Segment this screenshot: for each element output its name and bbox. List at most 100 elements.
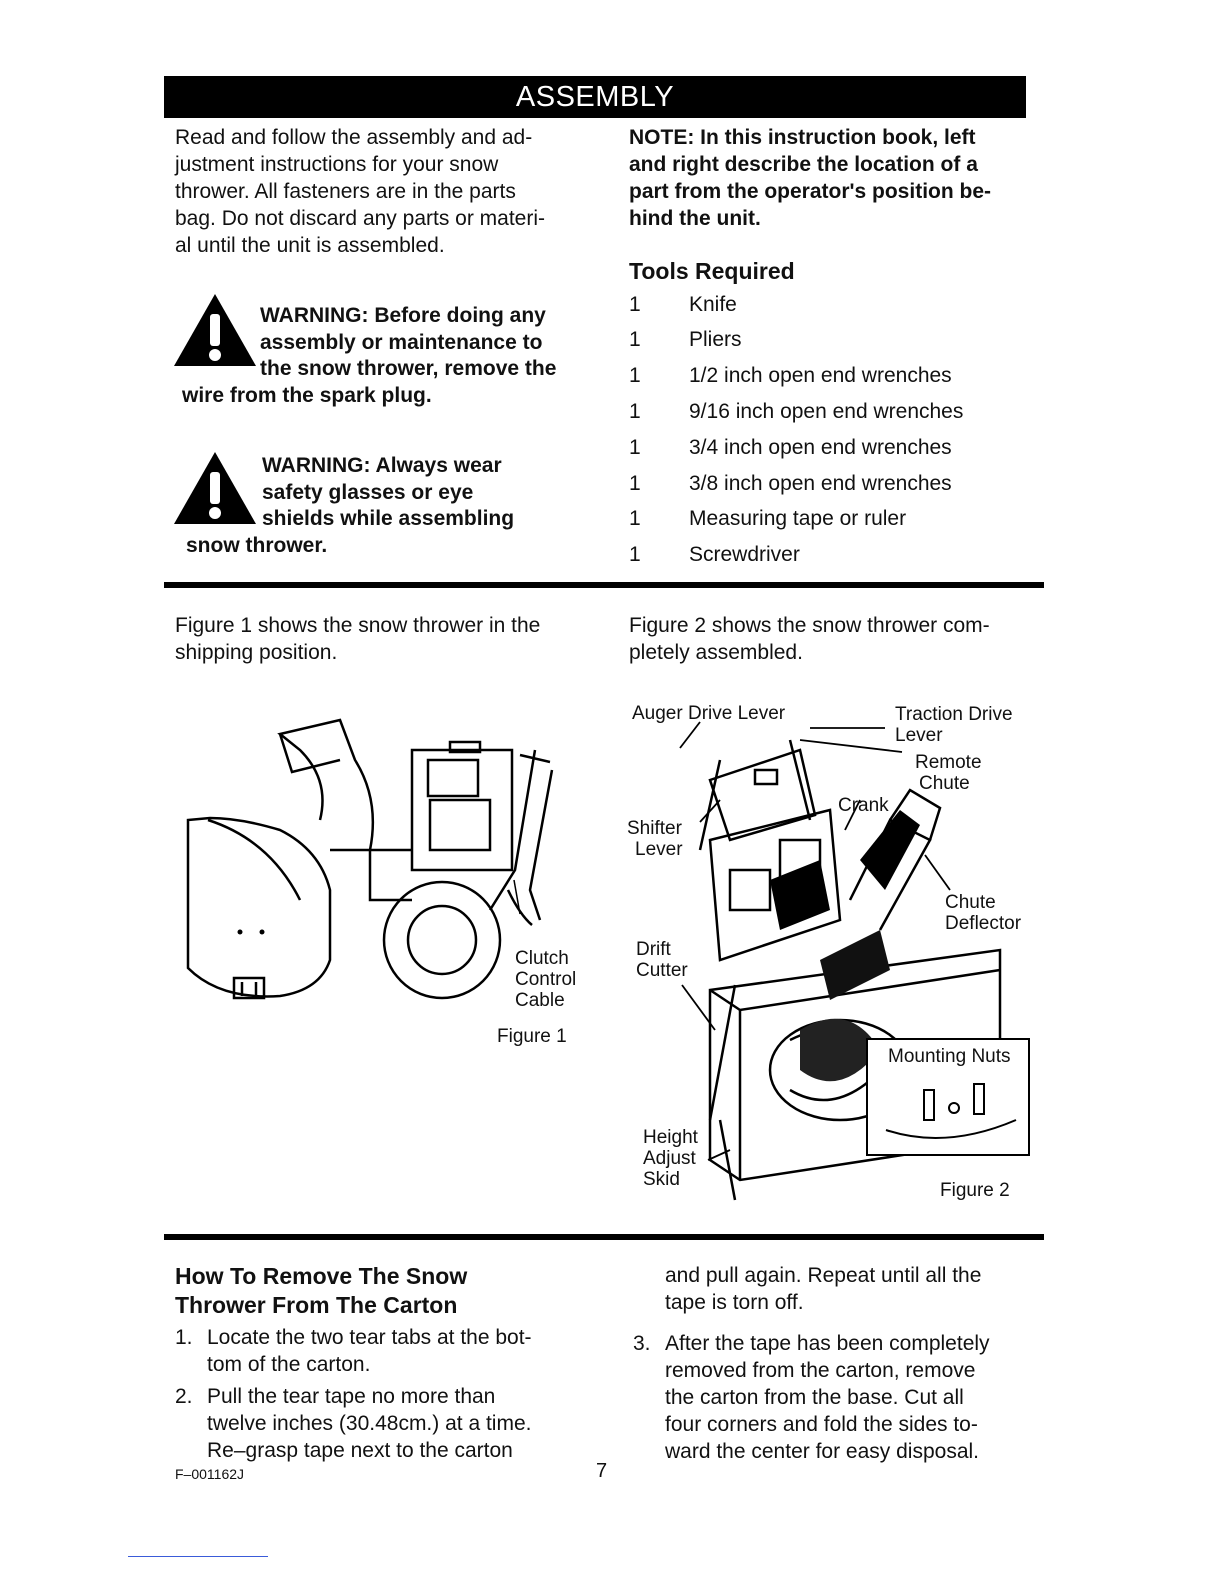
decorative-line: [128, 1556, 268, 1557]
height-adjust-skid-label: Height Adjust Skid: [643, 1127, 698, 1190]
tool-name: 3/8 inch open end wrenches: [689, 472, 952, 495]
tools-heading: Tools Required: [629, 258, 795, 284]
step-text: Locate the two tear tabs at the bot- tom…: [207, 1324, 532, 1378]
label-line: Cable: [515, 990, 565, 1011]
tool-qty: 1: [629, 293, 641, 316]
step-line: the carton from the base. Cut all: [665, 1386, 964, 1409]
step-line: twelve inches (30.48cm.) at a time.: [207, 1412, 532, 1435]
shifter-lever-label: Shifter Lever: [627, 818, 683, 860]
note-paragraph: NOTE: In this instruction book, left and…: [629, 124, 991, 232]
tool-qty: 1: [629, 364, 641, 387]
auger-drive-lever-label: Auger Drive Lever: [632, 703, 786, 724]
figure1-desc-line: shipping position.: [175, 641, 338, 664]
warning-2-line: safety glasses or eye: [262, 481, 474, 504]
intro-line: thrower. All fasteners are in the parts: [175, 180, 516, 203]
step-line: and pull again. Repeat until all the: [665, 1264, 982, 1287]
chute-deflector-label: Chute Deflector: [945, 892, 1021, 934]
label-line: Adjust: [643, 1148, 696, 1169]
carton-step-3: 3. After the tape has been completely re…: [633, 1330, 1053, 1470]
step-text: Pull the tear tape no more than twelve i…: [207, 1383, 531, 1464]
label-line: Cutter: [636, 960, 688, 981]
step-number: 2.: [175, 1385, 193, 1408]
intro-line: Read and follow the assembly and ad-: [175, 126, 533, 149]
tool-qty: 1: [629, 328, 641, 351]
intro-line: bag. Do not discard any parts or materi-: [175, 207, 546, 230]
traction-drive-lever-label: Traction Drive Lever: [895, 704, 1013, 746]
step-line: Re–grasp tape next to the carton: [207, 1439, 513, 1462]
figure1-desc-line: Figure 1 shows the snow thrower in the: [175, 614, 541, 637]
step-number: 3.: [633, 1332, 651, 1355]
mounting-nuts-inset: [866, 1038, 1030, 1156]
label-line: Drift: [636, 939, 671, 960]
step-line: tom of the carton.: [207, 1353, 371, 1376]
warning-1-line: the snow thrower, remove the: [260, 357, 557, 380]
tool-qty: 1: [629, 472, 641, 495]
label-line: Clutch: [515, 948, 569, 969]
step-2-continuation: and pull again. Repeat until all the tap…: [665, 1262, 981, 1316]
note-line: and right describe the location of a: [629, 153, 978, 176]
step-number: 1.: [175, 1326, 193, 1349]
carton-step-1: 1. Locate the two tear tabs at the bot- …: [175, 1324, 595, 1380]
page-number: 7: [596, 1460, 608, 1482]
label-line: Control: [515, 969, 577, 990]
label-line: Lever: [635, 839, 683, 860]
label-line: Traction Drive: [895, 704, 1013, 725]
mounting-nuts-detail: [885, 1083, 1017, 1139]
figure1-description: Figure 1 shows the snow thrower in the s…: [175, 612, 540, 666]
figure2-description: Figure 2 shows the snow thrower com- ple…: [629, 612, 990, 666]
step-line: Locate the two tear tabs at the bot-: [207, 1326, 532, 1349]
step-line: ward the center for easy disposal.: [665, 1440, 979, 1463]
intro-paragraph: Read and follow the assembly and ad- jus…: [175, 124, 545, 259]
heading-line: Thrower From The Carton: [175, 1292, 458, 1318]
section-divider: [164, 1234, 1044, 1240]
figure2-desc-line: pletely assembled.: [629, 641, 803, 664]
tool-name: Pliers: [689, 328, 742, 351]
document-code: F–001162J: [175, 1466, 245, 1482]
clutch-cable-label: Clutch Control Cable: [515, 948, 576, 1011]
warning-2-line: WARNING: Always wear: [262, 454, 502, 477]
figure1-snow-thrower-illustration: [186, 718, 554, 1000]
tool-name: 1/2 inch open end wrenches: [689, 364, 952, 387]
carton-step-2: 2. Pull the tear tape no more than twelv…: [175, 1383, 595, 1467]
step-line: tape is torn off.: [665, 1291, 804, 1314]
label-line: Height: [643, 1127, 698, 1148]
figure2-caption: Figure 2: [940, 1180, 1010, 1201]
tool-qty: 1: [629, 507, 641, 530]
tool-qty: 1: [629, 400, 641, 423]
tool-name: Knife: [689, 293, 737, 316]
step-line: four corners and fold the sides to-: [665, 1413, 978, 1436]
step-line: removed from the carton, remove: [665, 1359, 976, 1382]
label-line: Chute: [945, 892, 996, 913]
label-line: Skid: [643, 1169, 680, 1190]
warning-1-line: wire from the spark plug.: [182, 384, 432, 407]
figure2-leader-lines: [679, 721, 951, 1161]
note-line: hind the unit.: [629, 207, 761, 230]
figure2-snow-thrower-illustration: [698, 739, 1002, 1201]
section-divider: [164, 582, 1044, 588]
tool-name: 3/4 inch open end wrenches: [689, 436, 952, 459]
step-text: After the tape has been completely remov…: [665, 1330, 990, 1465]
intro-line: al until the unit is assembled.: [175, 234, 445, 257]
crank-label: Crank: [838, 795, 889, 816]
warning-triangle-icon: [174, 294, 256, 366]
figure1-caption: Figure 1: [497, 1026, 567, 1047]
tool-name: Screwdriver: [689, 543, 800, 566]
warning-1-line: WARNING: Before doing any: [260, 304, 546, 327]
step-line: Pull the tear tape no more than: [207, 1385, 496, 1408]
tool-name: Measuring tape or ruler: [689, 507, 907, 530]
warning-triangle-icon: [174, 452, 256, 524]
mounting-nuts-label: Mounting Nuts: [888, 1046, 1011, 1067]
warning-2-line: snow thrower.: [186, 534, 328, 557]
label-line: Shifter: [627, 818, 682, 839]
note-line: NOTE: In this instruction book, left: [629, 126, 976, 149]
tool-qty: 1: [629, 436, 641, 459]
remote-chute-label: Remote Chute: [915, 752, 982, 794]
tool-name: 9/16 inch open end wrenches: [689, 400, 964, 423]
note-line: part from the operator's position be-: [629, 180, 992, 203]
warning-1-line: assembly or maintenance to: [260, 331, 543, 354]
figure2-desc-line: Figure 2 shows the snow thrower com-: [629, 614, 990, 637]
label-line: Lever: [895, 725, 943, 746]
label-line: Remote: [915, 752, 982, 773]
warning-2-line: shields while assembling: [262, 507, 515, 530]
label-line: Deflector: [945, 913, 1022, 934]
